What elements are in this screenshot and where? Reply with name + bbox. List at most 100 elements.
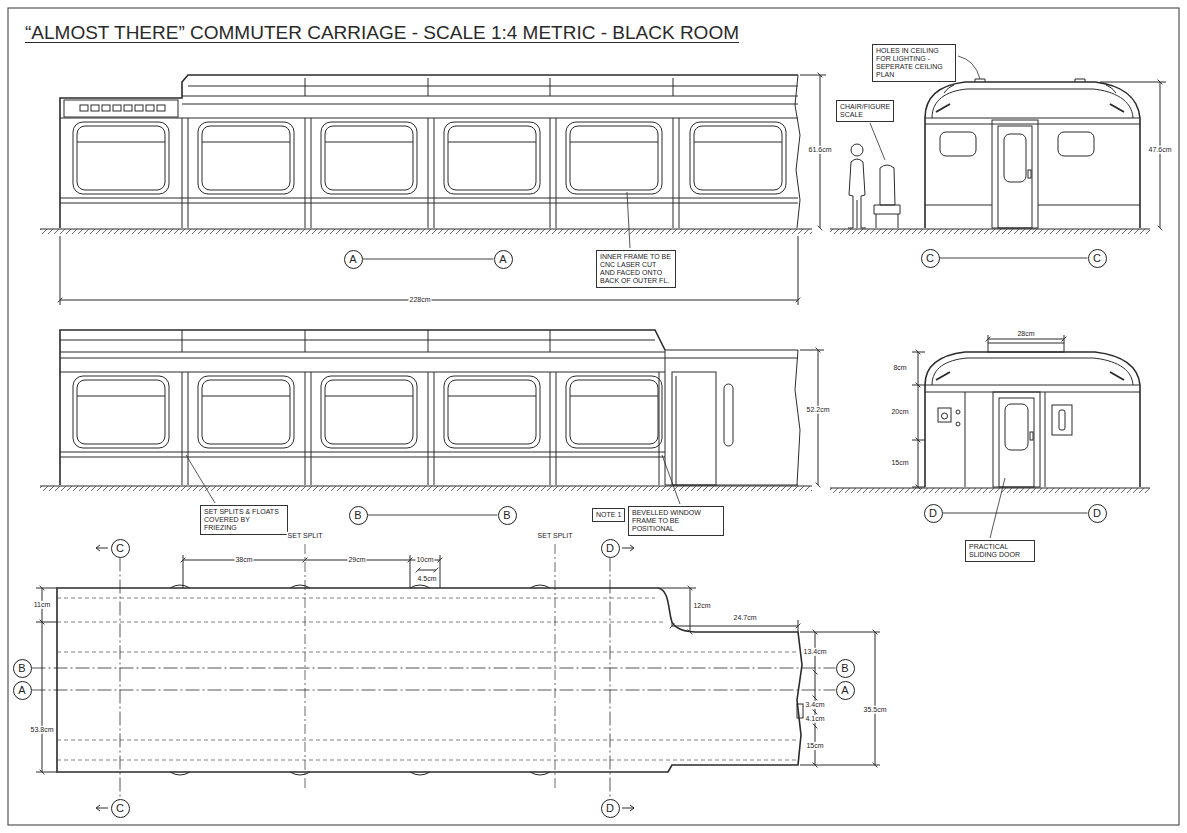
- elevation-a: [102, 105, 110, 111]
- section-line: [943, 513, 1088, 514]
- elevation-a: [60, 75, 798, 228]
- section-marker: B: [349, 506, 368, 525]
- section-line: [940, 258, 1088, 259]
- elevation-b: [800, 350, 824, 351]
- section-letter: C: [116, 803, 124, 814]
- section-letter: B: [503, 510, 510, 521]
- note-box: SET SPLITS & FLOATS COVERED BY FRIEZING: [200, 505, 288, 535]
- dimension: 15cm: [805, 742, 824, 750]
- section-letter: B: [841, 663, 848, 674]
- plan-view: [305, 544, 555, 790]
- dimension: 38cm: [234, 556, 253, 564]
- elevation-a: [64, 100, 178, 117]
- set-split-label: SET SPLIT: [537, 532, 574, 540]
- scale-figure: [851, 144, 863, 156]
- note-text: PRACTICAL SLIDING DOOR: [969, 543, 1031, 559]
- dimension: 10cm: [415, 556, 434, 564]
- elevation-b: [182, 350, 665, 485]
- elevation-a: [627, 192, 630, 248]
- elevation-b: [40, 330, 824, 504]
- note-text: INNER FRAME TO BE CNC LASER CUT AND FACE…: [600, 253, 672, 285]
- section-marker: D: [601, 539, 620, 558]
- note-text: BEVELLED WINDOW FRAME TO BE POSITIONAL: [632, 509, 720, 533]
- section-marker: B: [13, 659, 32, 678]
- section-c: [830, 229, 1150, 234]
- note-text: HOLES IN CEILING FOR LIGHTING - SEPERATE…: [876, 47, 952, 79]
- section-marker: A: [494, 250, 513, 269]
- plan-view: [800, 632, 880, 765]
- section-letter: D: [606, 803, 614, 814]
- elevation-a: [146, 105, 154, 111]
- section-c: [1004, 134, 1026, 182]
- scale-figure: [870, 123, 885, 160]
- section-c: [1058, 132, 1094, 156]
- section-d: [965, 392, 1045, 487]
- elevation-a: [73, 122, 169, 194]
- dimension: 15cm: [890, 459, 909, 467]
- section-c: [925, 82, 1140, 228]
- section-marker: D: [924, 504, 943, 523]
- section-marker: A: [13, 681, 32, 700]
- elevation-a: [157, 105, 165, 111]
- section-d: [1059, 410, 1065, 430]
- plan-view: [36, 588, 57, 772]
- plan-view: [690, 588, 691, 632]
- dimension: 228cm: [408, 296, 431, 304]
- scale-figure: [874, 165, 900, 228]
- elevation-a: [321, 122, 417, 194]
- note-box: PRACTICAL SLIDING DOOR: [965, 540, 1035, 562]
- section-marker: C: [921, 249, 940, 268]
- section-d: [1005, 404, 1028, 450]
- dimension: 61.6cm: [808, 146, 833, 154]
- section-d: [1052, 405, 1072, 435]
- section-d: [1030, 432, 1033, 440]
- elevation-a: [40, 75, 826, 305]
- plan-view: [57, 598, 798, 760]
- plan-view: [418, 570, 436, 571]
- section-d: [942, 413, 948, 419]
- section-letter: A: [841, 685, 848, 696]
- plan-view: [170, 585, 550, 588]
- elevation-b: [182, 330, 550, 352]
- elevation-b: [676, 376, 677, 485]
- section-letter: C: [926, 253, 934, 264]
- section-d: [956, 410, 960, 414]
- elevation-b: [321, 376, 417, 448]
- plan-view: [36, 544, 880, 811]
- section-d: [830, 488, 1150, 493]
- section-marker: A: [836, 681, 855, 700]
- section-letter: A: [499, 254, 506, 265]
- elevation-b: [672, 372, 716, 485]
- elevation-a: [60, 236, 798, 305]
- section-d: [830, 335, 1150, 538]
- elevation-b: [665, 350, 798, 485]
- note-box: NOTE 1: [592, 508, 625, 522]
- elevation-a: [40, 86, 812, 229]
- plan-view: [170, 772, 550, 775]
- dimension: 52.2cm: [806, 406, 831, 414]
- note-text: SET SPLITS & FLOATS COVERED BY FRIEZING: [204, 508, 284, 532]
- elevation-a: [690, 122, 786, 194]
- section-c: [940, 132, 976, 156]
- section-d: [938, 408, 951, 422]
- section-letter: B: [354, 510, 361, 521]
- section-d: [988, 339, 1064, 340]
- dimension: 12cm: [692, 602, 711, 610]
- section-line: [120, 558, 121, 799]
- elevation-a: [800, 75, 826, 76]
- elevation-b: [724, 384, 733, 446]
- dimension: 29cm: [347, 556, 366, 564]
- section-letter: C: [116, 543, 124, 554]
- dimension: 20cm: [890, 408, 909, 416]
- section-marker: B: [836, 659, 855, 678]
- elevation-a: [40, 229, 812, 234]
- dimension: 28cm: [1016, 330, 1035, 338]
- section-line: [32, 668, 836, 669]
- dimension: 8cm: [892, 364, 907, 372]
- section-c: [992, 120, 1038, 228]
- note-text: NOTE 1: [596, 511, 621, 519]
- section-c: [932, 89, 1133, 118]
- set-split-label: SET SPLIT: [287, 532, 324, 540]
